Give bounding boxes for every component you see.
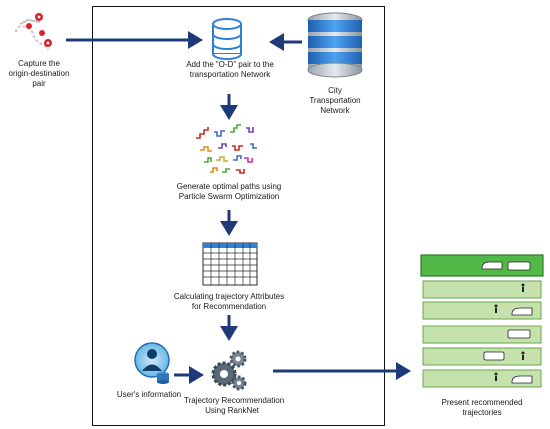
process-frame — [92, 6, 385, 426]
walk-icon — [521, 283, 525, 292]
bus-icon — [483, 351, 505, 361]
train-icon — [511, 375, 533, 384]
present-label: Present recommended trajectories — [441, 398, 523, 417]
trajectory-list-icon — [420, 254, 544, 388]
train-icon — [511, 307, 533, 316]
server-database-icon — [307, 12, 363, 78]
add-od-label: Add the “O-D” pair to the transportation… — [186, 60, 274, 79]
trajectory-row — [422, 301, 542, 320]
trajectory-row — [422, 280, 542, 299]
user-icon — [134, 342, 170, 384]
database-icon — [212, 18, 242, 60]
gears-icon — [211, 350, 247, 391]
table-icon — [202, 242, 258, 286]
person-icon — [494, 304, 498, 313]
city-network-label: City Transportation Network — [309, 86, 361, 115]
map-pins-icon — [15, 13, 52, 51]
capture-label: Capture the origin-destination pair — [8, 59, 70, 88]
bus-icon — [507, 261, 531, 271]
calc-attributes-label: Calculating trajectory Attributes for Re… — [173, 292, 285, 311]
paths-icon — [196, 124, 257, 174]
trajectory-row-top — [420, 254, 544, 277]
person-icon — [494, 372, 498, 381]
trajectory-row — [422, 369, 542, 388]
user-info-label: User's information — [116, 390, 182, 399]
generate-paths-label: Generate optimal paths using Particle Sw… — [176, 182, 282, 201]
trajectory-recommendation-label: Trajectory Recommendation Using RankNet — [184, 396, 285, 415]
bus-icon — [507, 329, 531, 339]
trajectory-row — [422, 347, 542, 366]
flow-arrows — [66, 31, 411, 384]
walk-icon — [521, 351, 525, 360]
train-icon — [481, 261, 503, 270]
